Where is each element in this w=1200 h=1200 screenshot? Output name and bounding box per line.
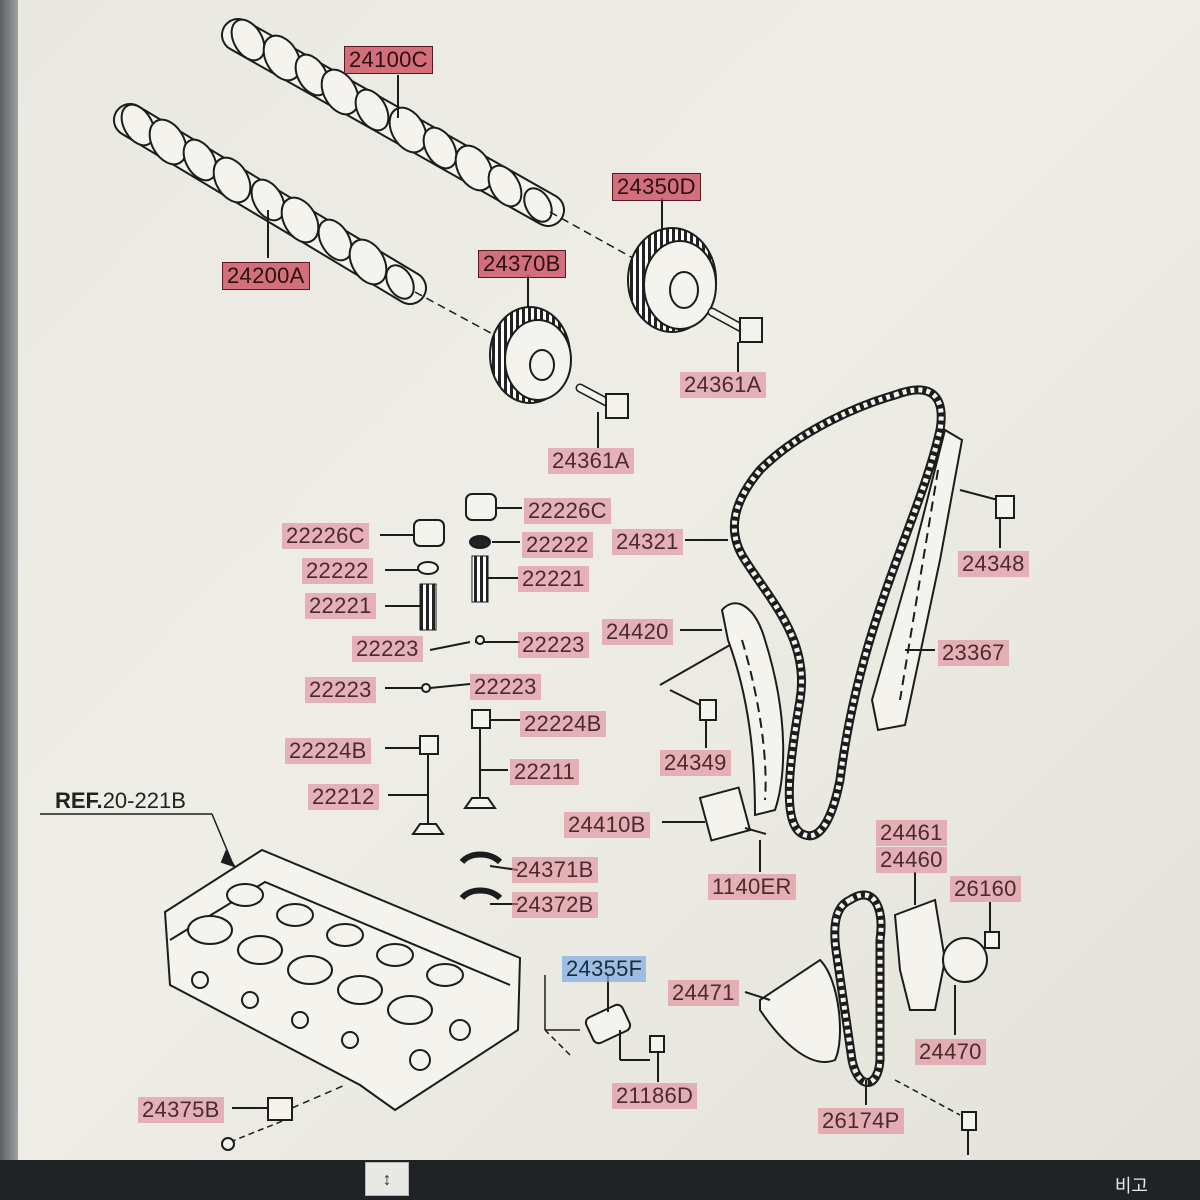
label-key-3[interactable]: 22223 xyxy=(470,674,541,700)
label-oil-guide-lower[interactable]: 24471 xyxy=(668,980,739,1006)
valve-assembly-left xyxy=(380,519,471,835)
valve-assembly-right xyxy=(463,493,522,809)
reference-code: 20-221B xyxy=(102,788,186,813)
label-tensioner[interactable]: 24410B xyxy=(564,812,650,838)
monitor-bezel-left xyxy=(0,0,18,1160)
scroll-handle-icon[interactable]: ↕ xyxy=(365,1162,409,1196)
label-ocv-bolt[interactable]: 21186D xyxy=(612,1083,698,1109)
label-tappet-left[interactable]: 22226C xyxy=(282,523,369,549)
sensor-bolt xyxy=(221,1084,346,1151)
label-seal-right[interactable]: 22224B xyxy=(520,711,606,737)
label-retainer-right[interactable]: 22222 xyxy=(522,532,593,558)
label-camshaft-exhaust[interactable]: 24200A xyxy=(222,262,310,290)
label-valve-right[interactable]: 22211 xyxy=(510,759,580,785)
label-key-1[interactable]: 22223 xyxy=(518,632,589,658)
label-cvvt-intake[interactable]: 24350D xyxy=(612,173,701,201)
label-seal-left[interactable]: 22224B xyxy=(285,738,371,764)
cvvt-sprocket-intake xyxy=(627,198,717,333)
label-oil-guide-a[interactable]: 24461 xyxy=(876,820,947,846)
label-spring-left[interactable]: 22221 xyxy=(305,593,376,619)
label-guide-left[interactable]: 24420 xyxy=(602,619,673,645)
horizontal-scrollbar[interactable] xyxy=(0,1160,1200,1200)
bearing-caps xyxy=(459,851,519,905)
label-cap-1[interactable]: 24371B xyxy=(512,857,598,883)
label-valve-left[interactable]: 22212 xyxy=(308,784,379,810)
label-oil-guide-b[interactable]: 24460 xyxy=(876,847,947,873)
reference-prefix: REF. xyxy=(55,788,103,813)
chain-guide-right xyxy=(870,428,1015,732)
label-oil-chain[interactable]: 26174P xyxy=(818,1108,904,1134)
label-tensioner-bolt[interactable]: 1140ER xyxy=(708,874,796,900)
reference-label[interactable]: REF.20-221B xyxy=(55,788,186,814)
oil-control-valve xyxy=(544,975,665,1082)
label-camshaft-intake[interactable]: 24100C xyxy=(344,46,433,74)
label-retainer-left[interactable]: 22222 xyxy=(302,558,373,584)
label-cvvt-bolt-lower[interactable]: 24361A xyxy=(548,448,634,474)
label-tappet-right[interactable]: 22226C xyxy=(524,498,611,524)
cvvt-sprocket-exhaust xyxy=(489,275,572,404)
label-ocv[interactable]: 24355F xyxy=(562,956,647,982)
label-guide-bolt-left[interactable]: 24349 xyxy=(660,750,731,776)
label-key-2[interactable]: 22223 xyxy=(352,636,423,662)
label-key-4[interactable]: 22223 xyxy=(305,677,376,703)
cylinder-head xyxy=(40,813,522,1112)
label-guide-bolt-right[interactable]: 24348 xyxy=(958,551,1029,577)
label-oil-tensioner[interactable]: 24470 xyxy=(915,1039,986,1065)
chain-tensioner xyxy=(662,786,767,872)
cvvt-bolt-lower xyxy=(575,383,629,448)
remarks-label: 비고 xyxy=(1114,1176,1148,1197)
label-sensor-bolt[interactable]: 24375B xyxy=(138,1097,224,1123)
label-guide-right[interactable]: 23367 xyxy=(938,640,1009,666)
camshaft-exhaust xyxy=(113,103,427,305)
parts-diagram xyxy=(40,18,1015,1155)
cvvt-bolt-upper xyxy=(707,307,763,372)
label-cvvt-bolt-upper[interactable]: 24361A xyxy=(680,372,766,398)
chain-guide-left xyxy=(659,602,785,817)
label-cvvt-exhaust[interactable]: 24370B xyxy=(478,250,566,278)
label-cap-2[interactable]: 24372B xyxy=(512,892,598,918)
timing-chain xyxy=(685,385,946,841)
camshaft-intake xyxy=(221,18,565,227)
oil-pump-chain-system xyxy=(744,872,1000,1155)
label-oil-bolt[interactable]: 26160 xyxy=(950,876,1021,902)
label-spring-right[interactable]: 22221 xyxy=(518,566,589,592)
label-timing-chain[interactable]: 24321 xyxy=(612,529,683,555)
